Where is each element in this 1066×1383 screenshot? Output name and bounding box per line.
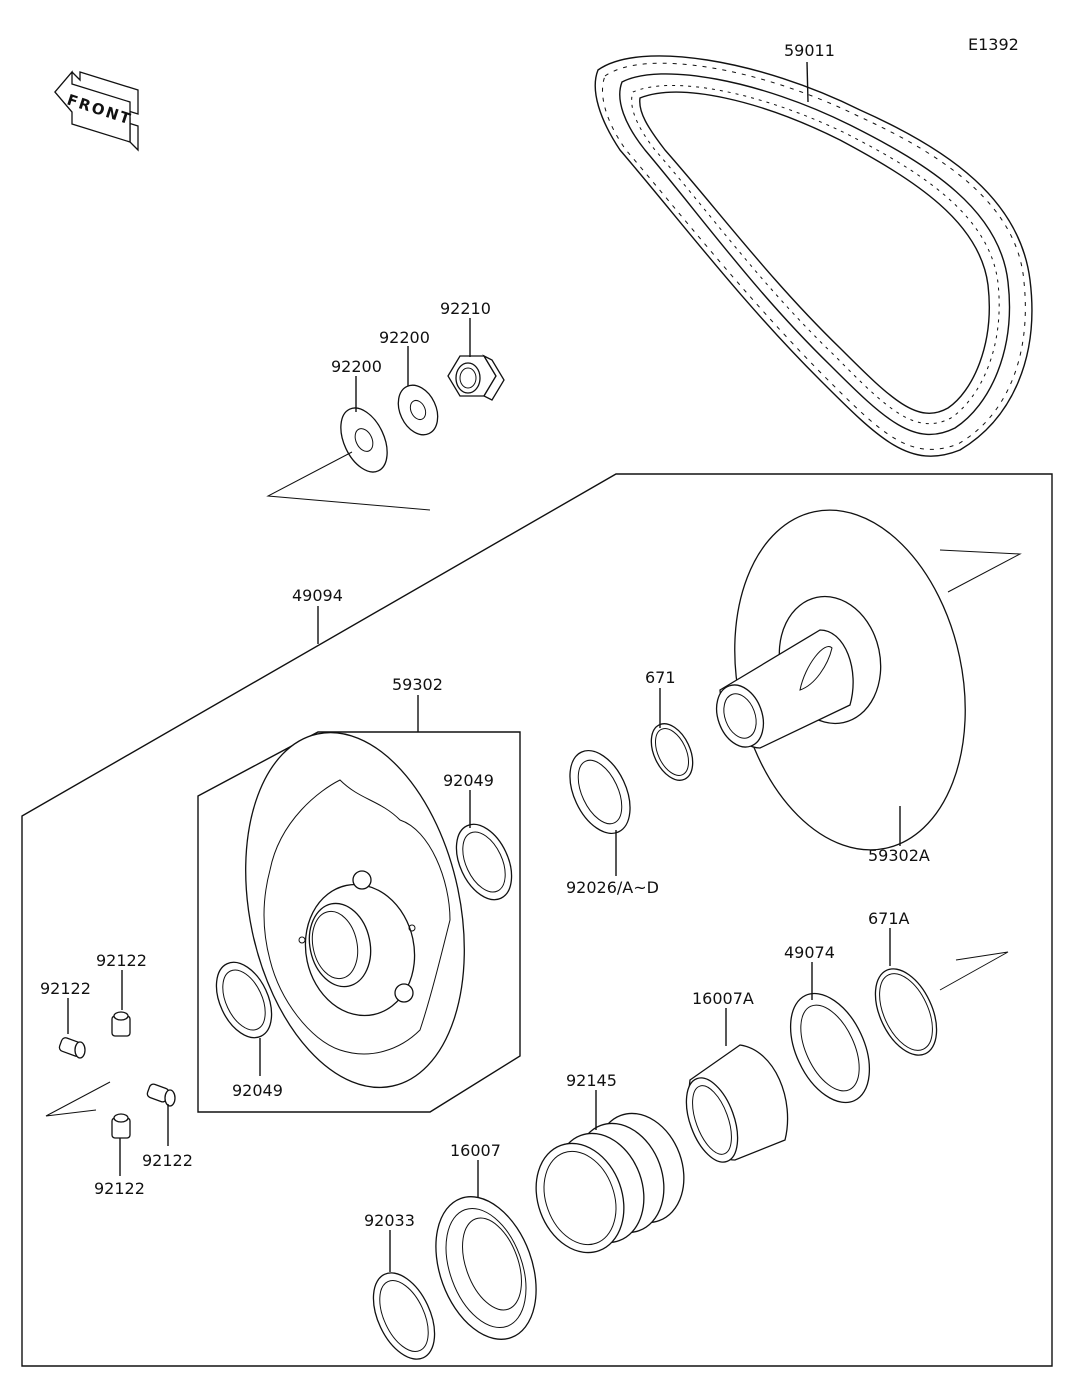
- assembly-frame: [21, 473, 1053, 1367]
- grease-4-label: 92122: [94, 1179, 145, 1198]
- assembly-label: 49094: [292, 586, 343, 605]
- bushing-a: [685, 1044, 789, 1163]
- bushing-a-label: 16007A: [692, 989, 754, 1008]
- shim: [569, 749, 631, 835]
- washer-b-label: 92200: [379, 328, 430, 347]
- grease-axis-line: [45, 1081, 111, 1117]
- grease-fitting-1: [58, 1037, 86, 1059]
- nut-label: 92210: [440, 299, 491, 318]
- oil-seal-top: [455, 823, 513, 901]
- drive-belt: [594, 55, 1033, 457]
- spring-label: 92145: [566, 1071, 617, 1090]
- grease-2-label: 92122: [96, 951, 147, 970]
- snap-ring: [372, 1272, 436, 1360]
- grease-3-label: 92122: [142, 1151, 193, 1170]
- oil-seal-top-label: 92049: [443, 771, 494, 790]
- sheave-axis-line: [939, 549, 1022, 593]
- cam-label: 49074: [784, 943, 835, 962]
- grease-fitting-3: [146, 1083, 176, 1107]
- circlip-axis-line: [939, 951, 1009, 991]
- driven-sheave-label: 59302: [392, 675, 443, 694]
- bushing-label: 16007: [450, 1141, 501, 1160]
- oil-seal-bottom: [215, 961, 273, 1039]
- movable-sheave: [245, 731, 465, 1089]
- washer-a: [340, 407, 388, 473]
- bushing: [435, 1196, 537, 1340]
- sheave-subframe: [197, 731, 521, 1113]
- washer-a-label: 92200: [331, 357, 382, 376]
- snap-ring-label: 92033: [364, 1211, 415, 1230]
- grease-fitting-4: [111, 1113, 131, 1139]
- fixed-sheave: [715, 509, 966, 851]
- shim-label: 92026/A~D: [566, 878, 659, 897]
- nut: [447, 354, 505, 401]
- front-arrow-icon: FRONT: [54, 70, 139, 152]
- washer-b: [397, 384, 439, 436]
- oil-seal-bottom-label: 92049: [232, 1081, 283, 1100]
- diagram-id: E1392: [968, 35, 1019, 54]
- washer-axis-line: [266, 451, 431, 511]
- belt-label: 59011: [784, 41, 835, 60]
- spring: [535, 1112, 685, 1254]
- circlip: [650, 723, 694, 781]
- grease-1-label: 92122: [40, 979, 91, 998]
- cam: [789, 992, 871, 1104]
- belt-leader: [806, 61, 809, 103]
- circlip-a: [874, 968, 938, 1056]
- grease-fitting-2: [111, 1011, 131, 1037]
- fixed-sheave-label: 59302A: [868, 846, 930, 865]
- circlip-a-label: 671A: [868, 909, 910, 928]
- circlip-label: 671: [645, 668, 676, 687]
